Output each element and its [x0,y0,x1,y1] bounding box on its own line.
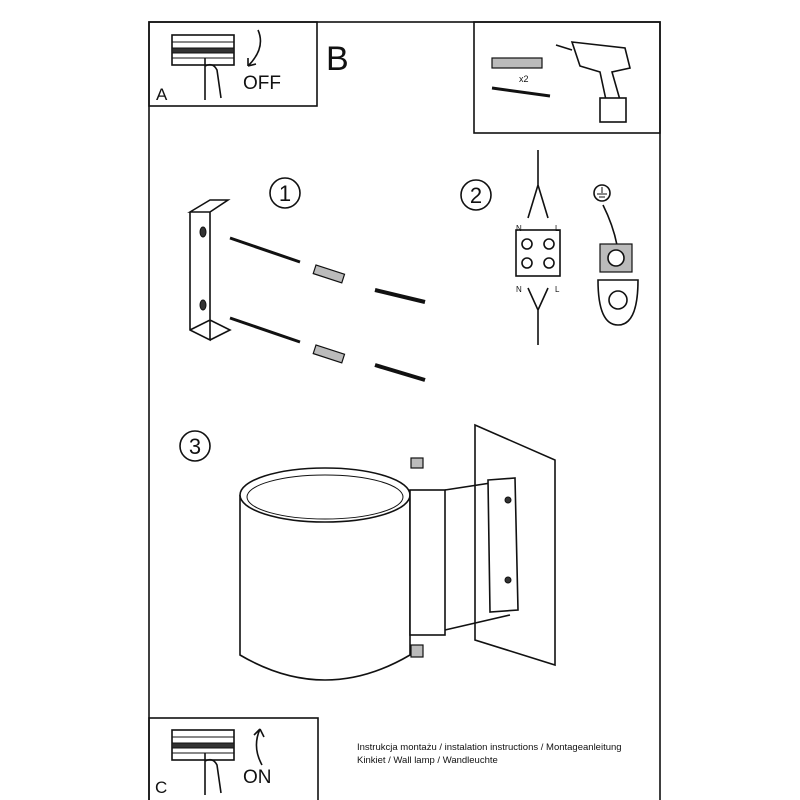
wire-n-bottom: N [516,285,522,294]
footer-subtitle: Kinkiet / Wall lamp / Wandleuchte [357,755,498,766]
mounting-bracket [187,199,232,342]
hand-icon [204,58,222,100]
wire-l-top: L [555,224,560,233]
step-3-lamp-assembly: 3 [179,423,556,681]
wall-plug-icon [491,57,543,69]
bottom-screw [410,644,424,658]
installed-bracket [487,477,519,613]
step-2-number: 2 [470,183,482,208]
off-label: OFF [243,73,281,94]
tools-panel: x2 [473,21,661,134]
step-2-wiring: 2 N L N L [460,150,639,345]
page-frame [148,21,661,800]
panel-c: C ON [148,717,319,800]
panel-a: A OFF [148,21,318,107]
quantity-label: x2 [519,74,529,84]
on-label: ON [243,767,272,788]
lamp-mount-block [409,489,446,636]
arrow-down-icon [247,29,262,67]
ground-terminal [593,184,639,326]
arrow-up-icon [253,728,265,766]
wire-n-top: N [516,224,522,233]
breaker-panel-icon [171,729,235,761]
terminal-block [515,229,561,277]
lamp-cylinder [239,495,411,681]
panel-b-letter: B [326,40,349,78]
step-3-number: 3 [189,434,201,459]
drill-icon [555,41,631,123]
breaker-panel-icon [171,34,235,66]
panel-c-letter: C [155,778,167,797]
hand-icon [204,753,222,795]
wire-l-bottom: L [555,285,560,294]
screw-and-plug-bottom [229,316,426,382]
footer-title: Instrukcja montażu / instalation instruc… [357,742,622,753]
step-1-number: 1 [279,181,291,206]
step-1-mounting: 1 [187,177,426,382]
panel-a-letter: A [156,85,168,104]
screw-and-plug-top [229,236,426,304]
top-screw [410,457,424,469]
screw-icon [491,86,551,98]
